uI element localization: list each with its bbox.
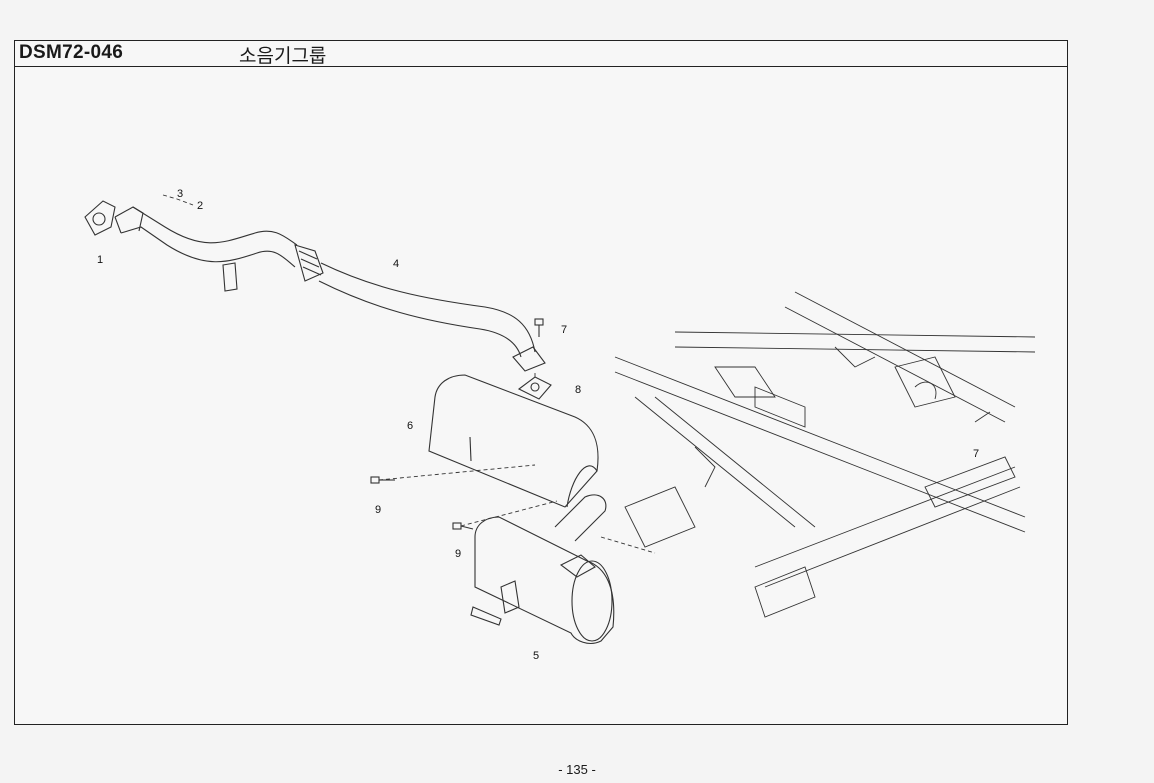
front-exhaust-pipe — [114, 206, 298, 292]
diagram-code: DSM72-046 — [19, 42, 124, 63]
callout-9-lower: 9 — [455, 548, 461, 560]
callout-4: 4 — [393, 258, 399, 270]
diagram-title: 소음기그룹 — [239, 45, 327, 67]
callout-2: 2 — [197, 200, 203, 212]
callout-9: 9 — [375, 504, 381, 516]
header-bar: DSM72-046 소음기그룹 — [15, 41, 1067, 67]
callout-labels: 1 2 3 4 5 6 7 7 8 9 9 — [97, 188, 979, 662]
gasket-part-1 — [84, 200, 116, 236]
vehicle-chassis — [614, 291, 1036, 618]
callout-1: 1 — [97, 254, 103, 266]
bolt-part-7 — [534, 318, 544, 337]
diagram-frame: DSM72-046 소음기그룹 — [14, 40, 1068, 725]
gasket-part-8 — [517, 376, 552, 400]
assembly-guide-lines — [162, 194, 656, 554]
bolt-part-9 — [370, 476, 474, 530]
exhaust-pipe-part-4 — [318, 262, 546, 372]
flex-joint — [294, 244, 324, 282]
exploded-view-drawing: 1 2 3 4 5 6 7 7 8 9 9 — [84, 188, 1036, 662]
callout-3: 3 — [177, 188, 183, 200]
heat-shield-part-6 — [428, 374, 599, 508]
callout-7-chassis: 7 — [973, 448, 979, 460]
page-number: - 135 - — [558, 762, 596, 777]
muffler-part-5 — [470, 494, 615, 644]
callout-8: 8 — [575, 384, 581, 396]
callout-7: 7 — [561, 324, 567, 336]
callout-5: 5 — [533, 650, 539, 662]
callout-6: 6 — [407, 420, 413, 432]
